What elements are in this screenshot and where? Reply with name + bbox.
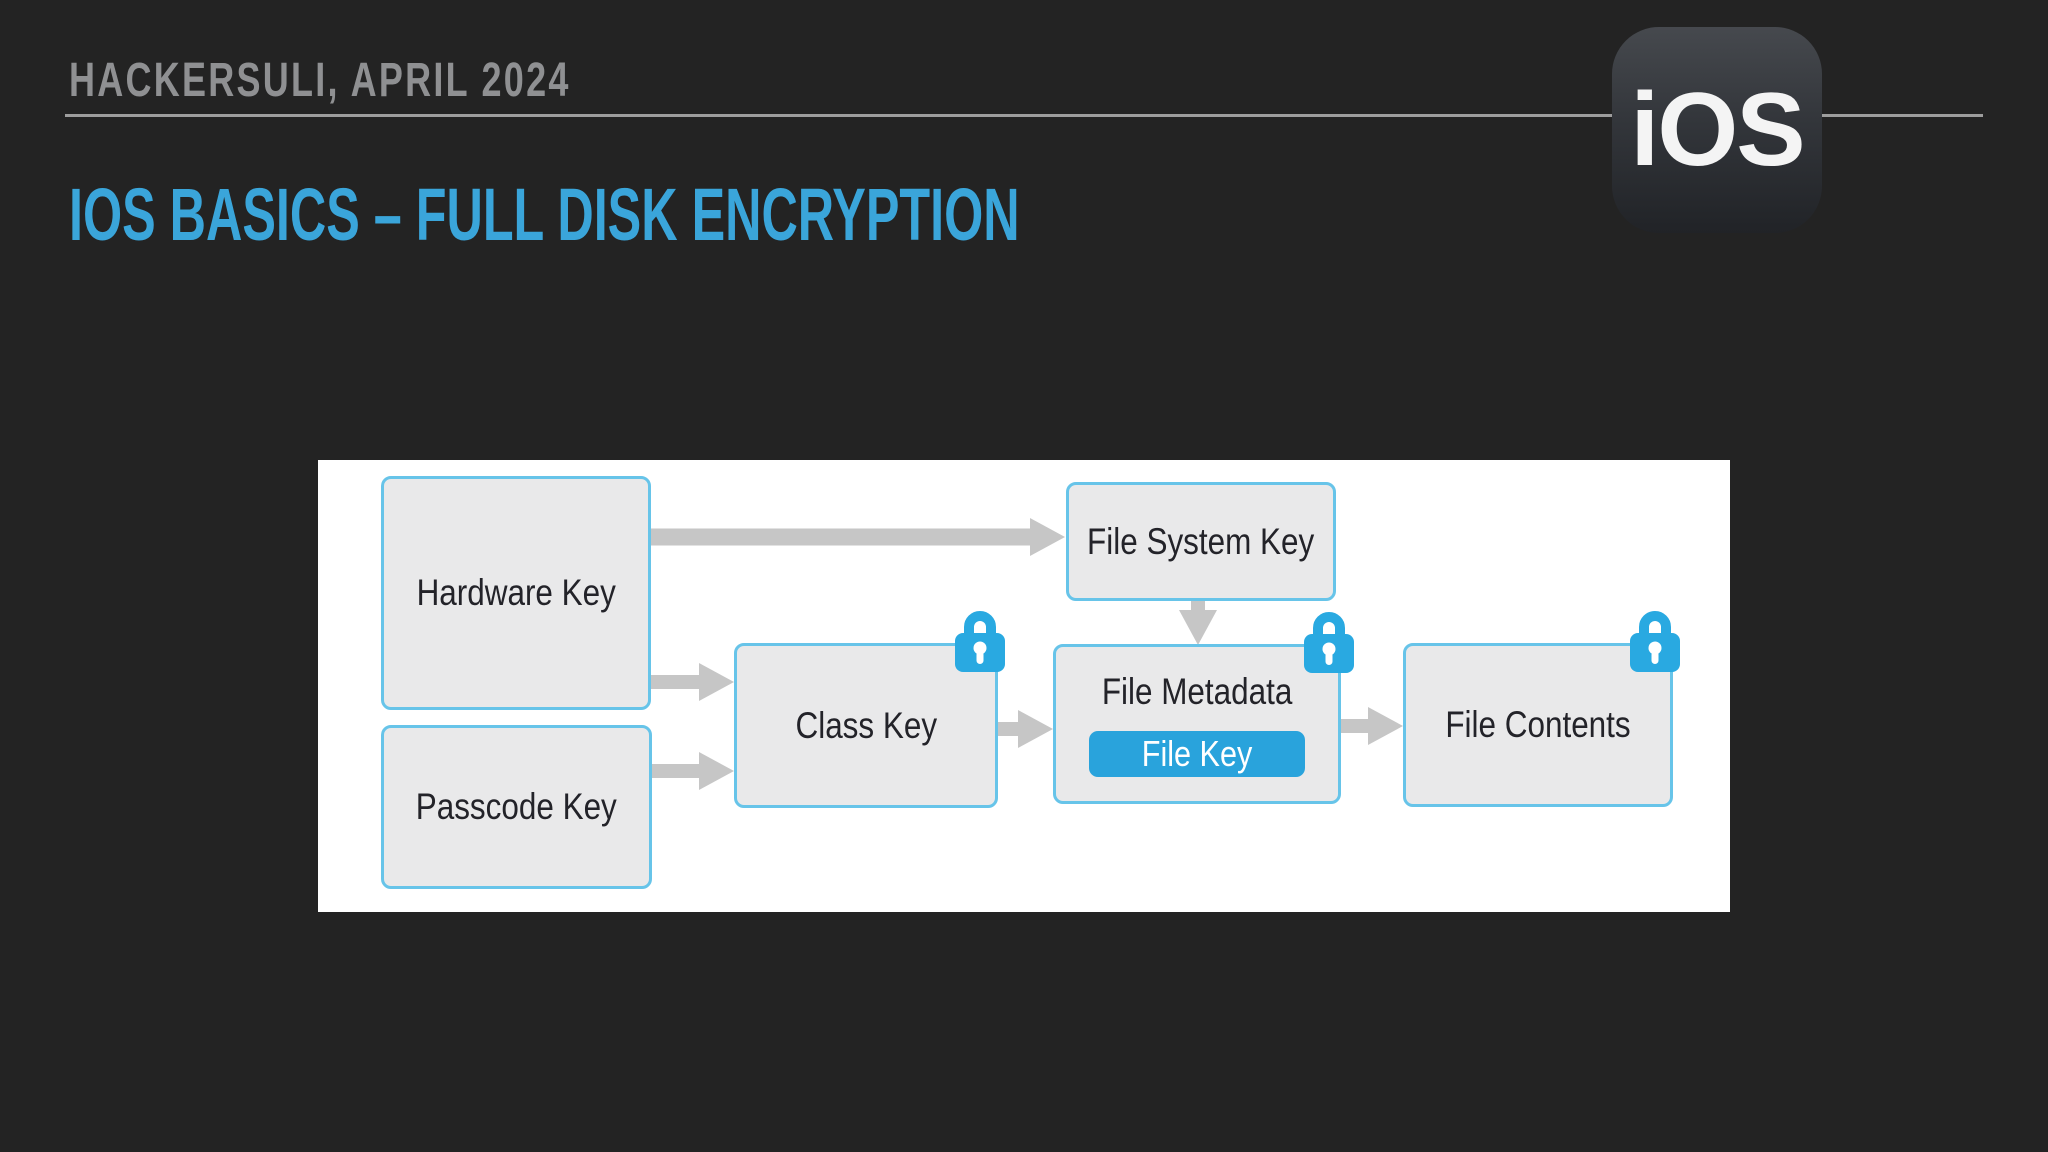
node-file-metadata: File Metadata File Key — [1053, 644, 1341, 804]
kicker: HACKERSULI, APRIL 2024 — [69, 57, 738, 105]
node-file-system-key-label: File System Key — [1087, 520, 1315, 562]
node-file-metadata-label: File Metadata — [1101, 671, 1293, 712]
ios-app-icon: iOS — [1612, 27, 1822, 233]
header-divider — [65, 114, 1983, 117]
node-hardware-key-label: Hardware Key — [416, 572, 616, 613]
ios-app-icon-label: iOS — [1630, 72, 1805, 188]
node-file-system-key: File System Key — [1066, 482, 1336, 601]
node-hardware-key: Hardware Key — [381, 476, 651, 710]
file-key-chip: File Key — [1089, 731, 1305, 777]
node-file-contents: File Contents — [1403, 643, 1673, 807]
node-file-contents-label: File Contents — [1445, 704, 1631, 745]
lock-icon — [1304, 612, 1354, 673]
node-passcode-key-label: Passcode Key — [415, 786, 618, 827]
kicker-text: HACKERSULI, APRIL 2024 — [69, 54, 571, 107]
node-class-key: Class Key — [734, 643, 998, 808]
file-key-chip-label: File Key — [1141, 733, 1253, 774]
lock-icon — [955, 611, 1005, 672]
node-passcode-key: Passcode Key — [381, 725, 652, 889]
lock-icon — [1630, 611, 1680, 672]
page-title-text: IOS BASICS – FULL DISK ENCRYPTION — [69, 173, 1020, 256]
diagram-panel: Hardware Key Passcode Key Class Key File… — [318, 460, 1730, 912]
page-title: IOS BASICS – FULL DISK ENCRYPTION — [69, 178, 1467, 252]
node-class-key-label: Class Key — [795, 704, 937, 746]
